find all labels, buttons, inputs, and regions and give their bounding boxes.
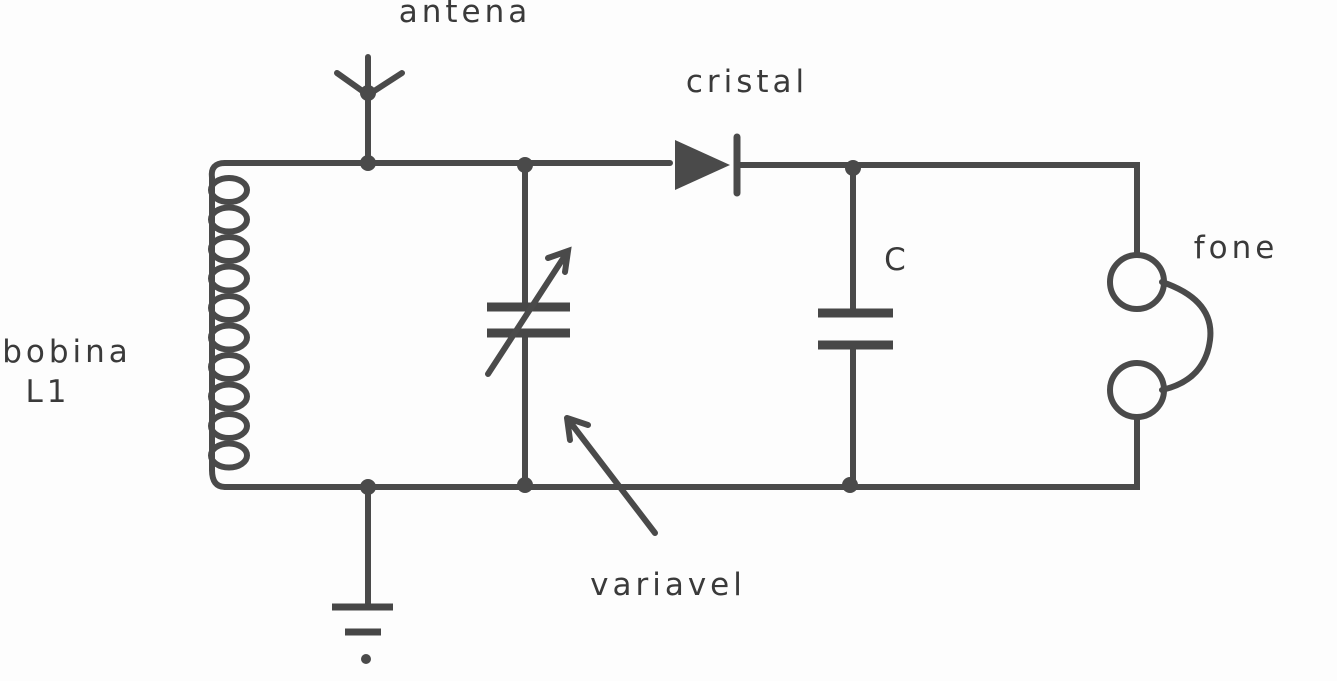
label-variable: variavel xyxy=(590,567,746,603)
coil-loop xyxy=(208,263,250,294)
bottom-wire xyxy=(222,414,1140,490)
coil-loop xyxy=(208,204,250,235)
antenna-symbol xyxy=(334,54,405,166)
coil-loop xyxy=(208,234,250,264)
label-phone: fone xyxy=(1194,230,1279,266)
coil-loop xyxy=(208,293,250,323)
pointer-arrow xyxy=(564,415,658,536)
variable-capacitor xyxy=(485,246,572,377)
crystal-diode xyxy=(675,133,741,197)
wires xyxy=(222,160,1140,490)
phone-symbol xyxy=(1107,252,1214,420)
label-capacitor: C xyxy=(884,242,910,278)
coil-loop xyxy=(208,381,250,412)
label-coil: bobina xyxy=(2,334,132,370)
top-wire xyxy=(222,160,1140,258)
coil-loop xyxy=(208,175,250,205)
ground-symbol xyxy=(332,484,393,664)
label-coil-id: L1 xyxy=(26,374,71,410)
coil-loop xyxy=(208,322,250,353)
coil-loop xyxy=(208,440,250,471)
label-antenna: antena xyxy=(399,0,532,30)
coil-loop xyxy=(208,411,250,441)
capacitor-c xyxy=(818,308,893,350)
junction-dots xyxy=(360,155,861,495)
label-crystal: cristal xyxy=(686,64,808,100)
coil-loop xyxy=(208,352,250,382)
coil-l1 xyxy=(208,160,250,490)
